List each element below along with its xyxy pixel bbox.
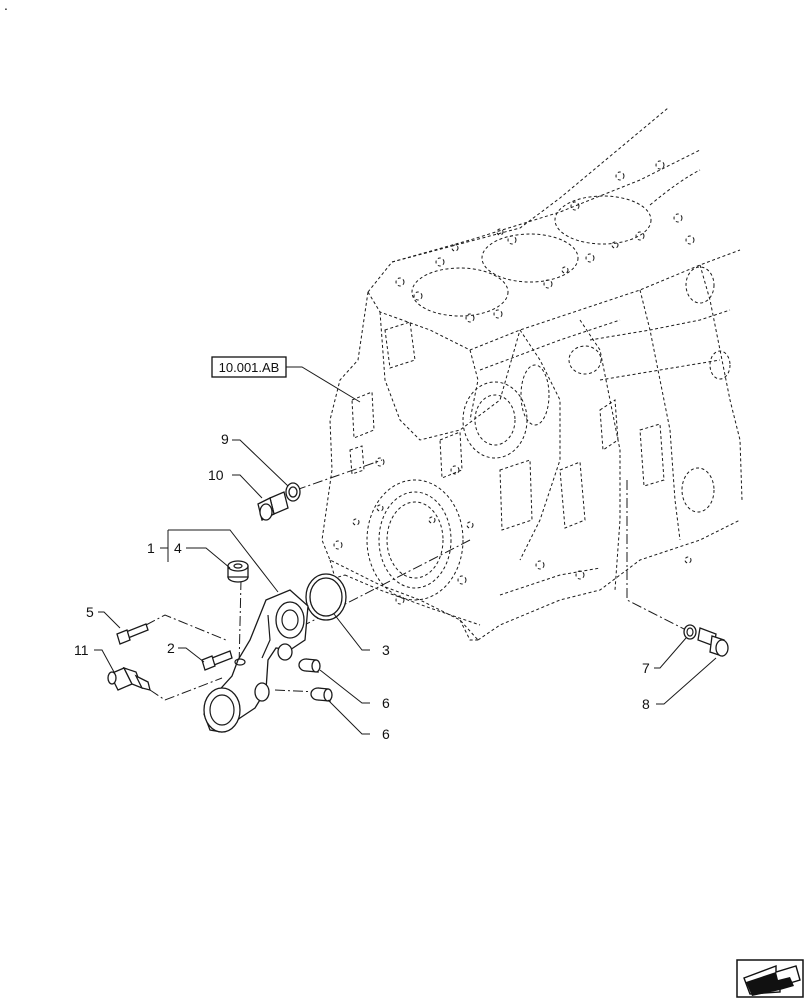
leader-lines <box>94 366 717 735</box>
callout-6-lower: 6 <box>382 726 390 742</box>
sealing-washer-9 <box>285 482 301 502</box>
corner-mark: . <box>4 0 8 13</box>
callout-11: 11 <box>74 642 89 658</box>
sealing-washer-7 <box>683 624 697 640</box>
plug-6a <box>298 658 321 673</box>
engine-block <box>321 107 743 641</box>
reference-box[interactable] <box>211 356 287 378</box>
callout-8: 8 <box>642 696 650 712</box>
next-page-arrow-icon[interactable] <box>736 959 804 998</box>
callout-3: 3 <box>382 642 390 658</box>
bolt-5 <box>116 623 149 645</box>
callout-9: 9 <box>221 431 229 447</box>
assembly-center-lines <box>145 459 691 701</box>
callout-5: 5 <box>86 604 94 620</box>
plug-4 <box>227 560 249 583</box>
reference-link-10-001-ab[interactable]: 10.001.AB <box>211 356 287 378</box>
callout-7: 7 <box>642 660 650 676</box>
callout-6-upper: 6 <box>382 695 390 711</box>
callout-1: 1 <box>147 540 155 556</box>
plug-screw-8 <box>697 627 729 657</box>
callout-numbers: 9 10 1 4 5 2 11 3 6 6 7 8 <box>74 431 650 742</box>
callout-4: 4 <box>174 540 182 556</box>
plug-6b <box>310 687 333 702</box>
plug-screw-10 <box>257 491 289 521</box>
reference-label[interactable]: 10.001.AB <box>219 360 280 375</box>
callout-2: 2 <box>167 640 175 656</box>
thermostat-housing-1 <box>203 589 309 733</box>
o-ring-3 <box>305 573 347 621</box>
callout-10: 10 <box>208 467 224 483</box>
bolt-2 <box>201 650 233 671</box>
temperature-sender-11 <box>107 666 151 691</box>
